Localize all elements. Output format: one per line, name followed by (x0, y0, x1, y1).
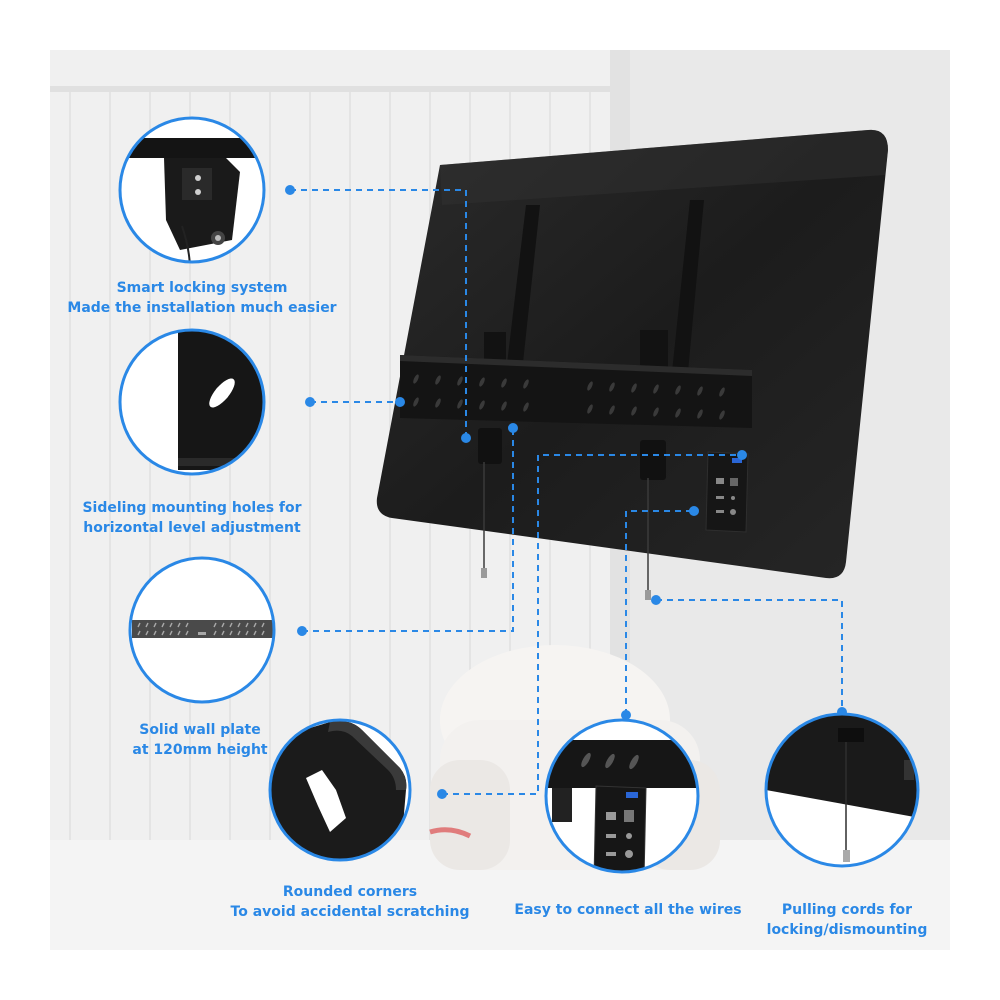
caption-cords-line1: Pulling cords for (781, 902, 913, 918)
caption-corners-line1: Rounded corners (282, 884, 418, 900)
caption-locking-line2: Made the installation much easier (67, 300, 337, 316)
caption-holes: Sideling mounting holes for horizontal l… (42, 498, 342, 538)
tv-back-panel (376, 129, 888, 579)
caption-locking-line1: Smart locking system (116, 280, 288, 296)
caption-corners-line2: To avoid accidental scratching (230, 904, 470, 920)
caption-locking: Smart locking system Made the installati… (42, 278, 362, 318)
port-panel (705, 451, 749, 533)
vertical-arms (484, 200, 704, 372)
lock-latches (478, 428, 666, 480)
caption-holes-line2: horizontal level adjustment (83, 520, 301, 536)
caption-plate: Solid wall plate at 120mm height (80, 720, 320, 760)
rounded-corner-closeup-icon (268, 718, 412, 862)
wall-plate-rail (400, 355, 752, 428)
caption-holes-line1: Sideling mounting holes for (82, 500, 302, 516)
pull-cord-closeup-icon (764, 712, 920, 868)
keyhole-closeup-icon (118, 328, 266, 476)
wall-plate-closeup-icon (128, 556, 276, 704)
port-panel-closeup-icon (544, 718, 700, 874)
callout-connectors (290, 189, 843, 795)
pull-cords (481, 462, 651, 600)
caption-wires: Easy to connect all the wires (498, 900, 758, 920)
caption-plate-line2: at 120mm height (132, 742, 268, 758)
caption-cords-line2: locking/dismounting (766, 922, 928, 938)
caption-plate-line1: Solid wall plate (139, 722, 261, 738)
curtain-rail (50, 86, 610, 92)
locking-closeup-icon (118, 116, 266, 264)
caption-cords: Pulling cords for locking/dismounting (752, 900, 942, 940)
caption-wires-line1: Easy to connect all the wires (514, 902, 742, 918)
caption-corners: Rounded corners To avoid accidental scra… (200, 882, 500, 922)
